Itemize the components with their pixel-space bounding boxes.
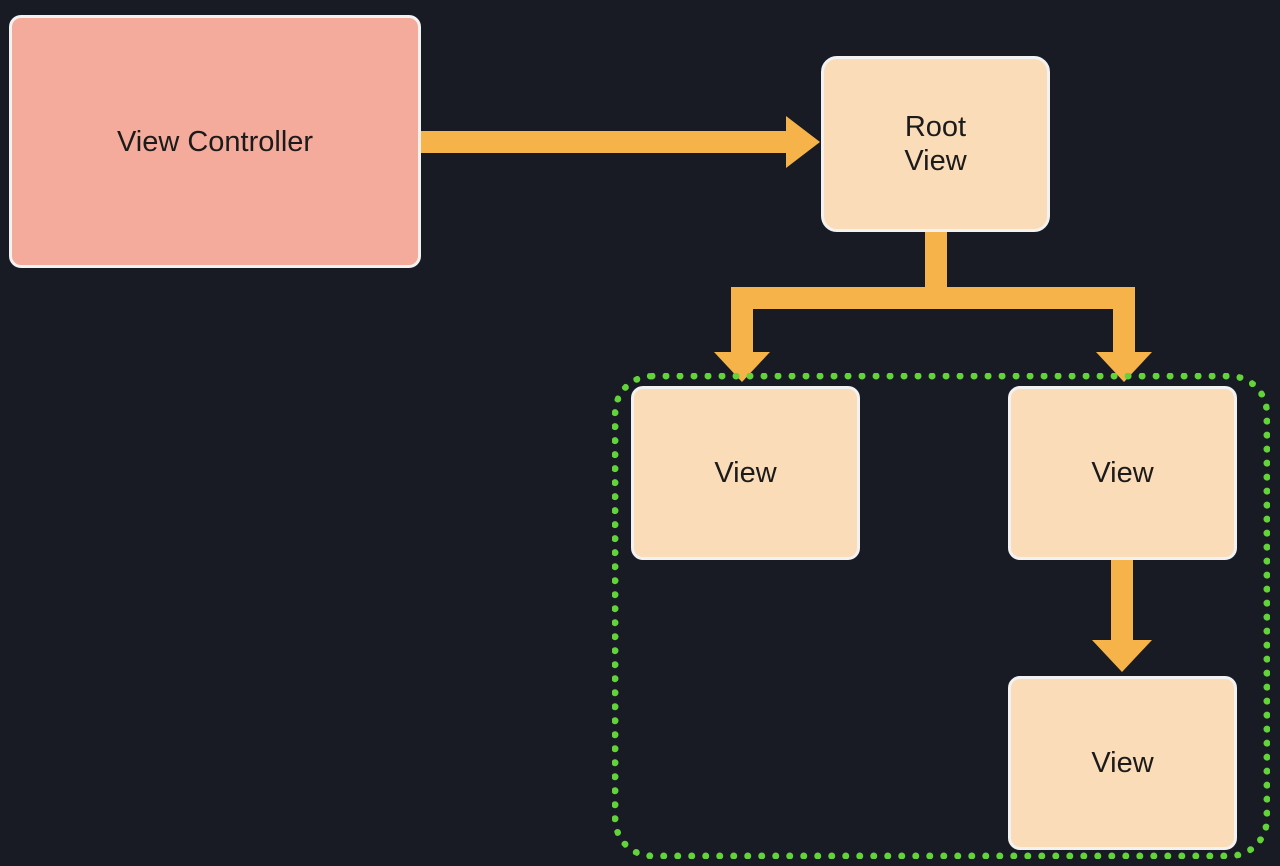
child-view-right-node: View [1008, 386, 1237, 560]
child-view-left-node: View [631, 386, 860, 560]
root-view-label: Root View [904, 111, 967, 177]
arrow-root-to-children [714, 232, 1152, 382]
grandchild-view-node: View [1008, 676, 1237, 850]
view-controller-node: View Controller [9, 15, 421, 268]
grandchild-view-label: View [1091, 747, 1154, 779]
arrow-vc-to-root [421, 116, 820, 168]
child-view-right-label: View [1091, 457, 1154, 489]
child-view-left-label: View [714, 457, 777, 489]
arrow-child-to-grandchild [1092, 560, 1152, 672]
root-view-node: Root View [821, 56, 1050, 232]
view-controller-label: View Controller [116, 125, 314, 158]
